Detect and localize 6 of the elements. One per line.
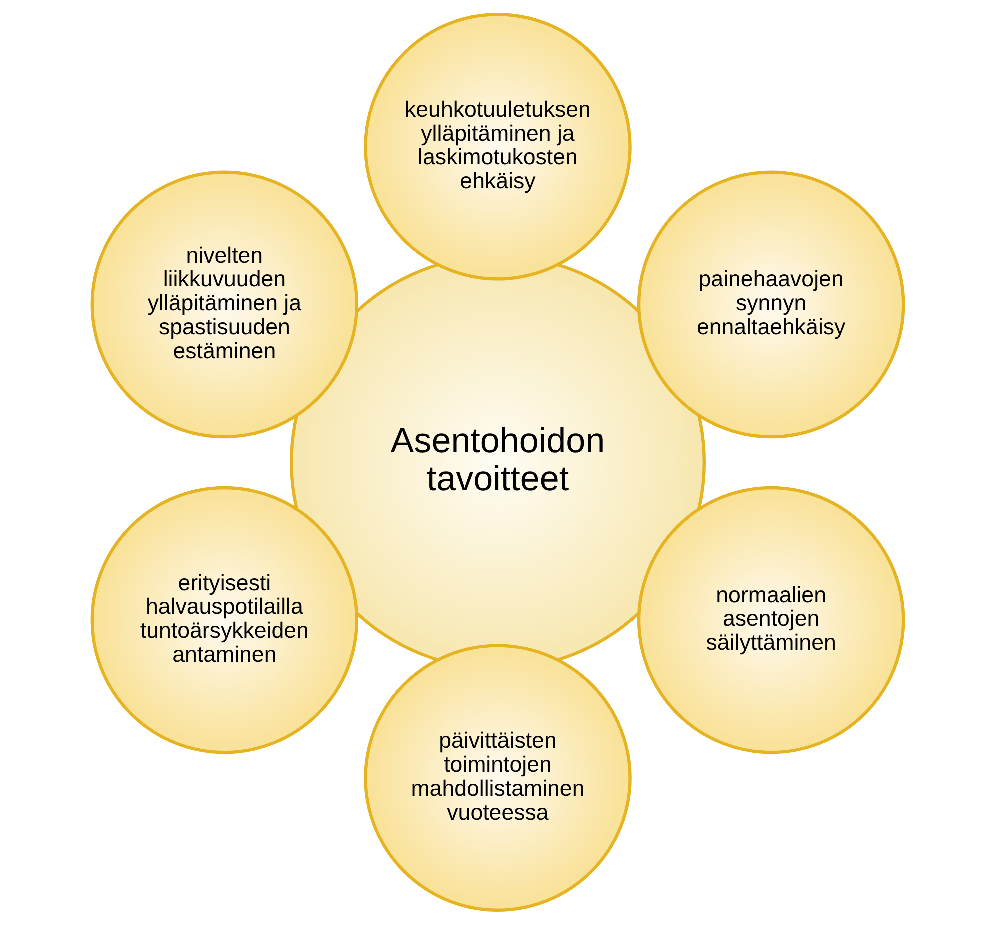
- node-circle: nivelten liikkuvuuden ylläpitäminen ja spastisuuden estäminen: [90, 170, 358, 439]
- node-circle: keuhkotuuletuksen ylläpitäminen ja laskimotukosten ehkäisy: [364, 13, 632, 281]
- node-circle: päivittäisten toimintojen mahdollistaminen vuoteessa: [364, 644, 632, 912]
- node-circle: painehaavojen synnyn ennaltaehkäisy: [636, 170, 905, 439]
- node-circle: erityisesti halvauspotilailla tuntoärsykkeiden antaminen: [90, 486, 358, 754]
- node-circle: normaalien asentojen säilyttäminen: [636, 486, 905, 754]
